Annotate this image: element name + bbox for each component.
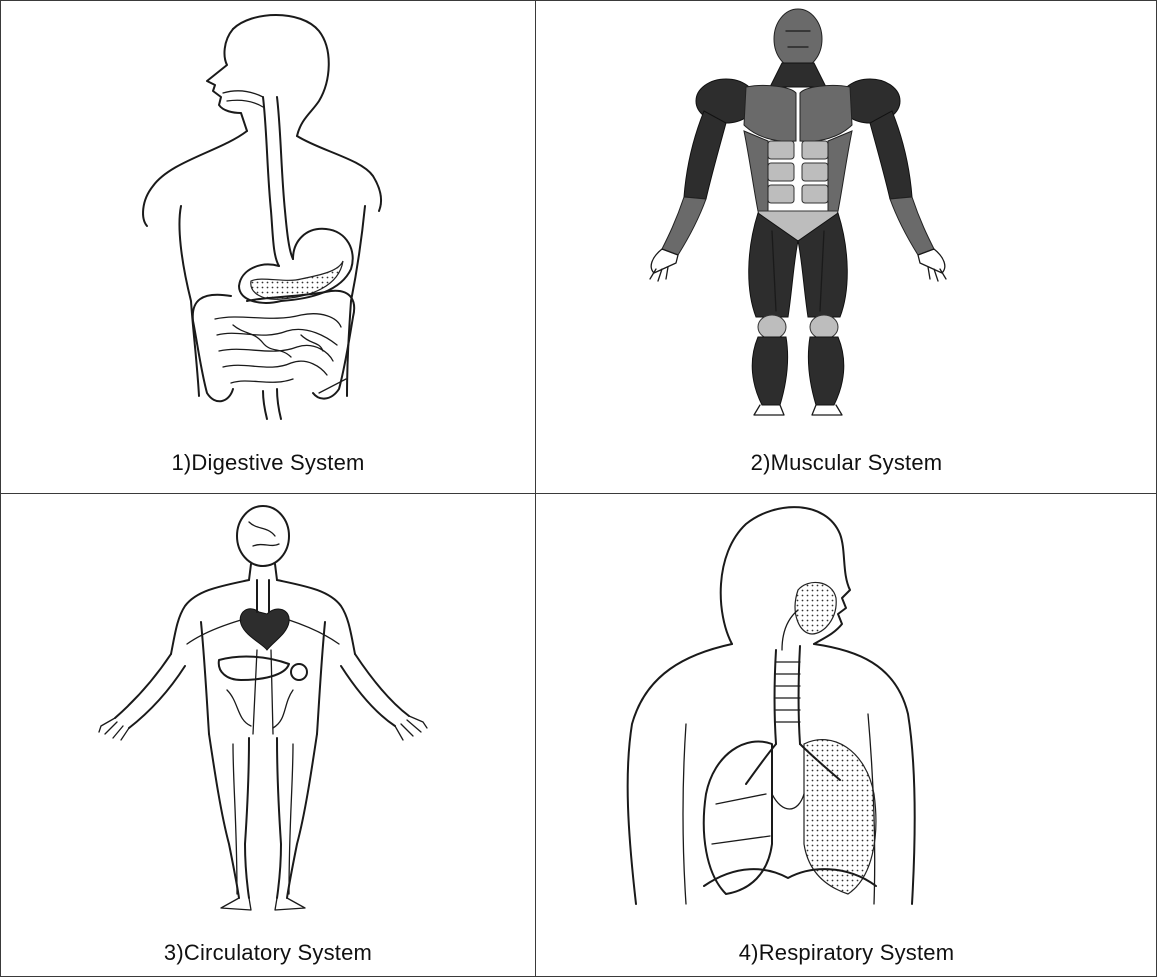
- panel-muscular-system: 2)Muscular System: [536, 1, 1157, 493]
- panel-respiratory-system: 4)Respiratory System: [536, 494, 1157, 977]
- respiratory-system-illustration: [536, 494, 1157, 914]
- panel-caption-circulatory: 3)Circulatory System: [1, 940, 535, 966]
- panel-circulatory-system: 3)Circulatory System: [1, 494, 535, 977]
- muscular-system-illustration: [536, 1, 1157, 421]
- circulatory-system-illustration: [1, 494, 535, 914]
- panel-caption-respiratory: 4)Respiratory System: [536, 940, 1157, 966]
- panel-caption-muscular: 2)Muscular System: [536, 450, 1157, 476]
- digestive-system-illustration: [1, 1, 535, 421]
- panel-digestive-system: 1)Digestive System: [1, 1, 535, 493]
- panel-caption-digestive: 1)Digestive System: [1, 450, 535, 476]
